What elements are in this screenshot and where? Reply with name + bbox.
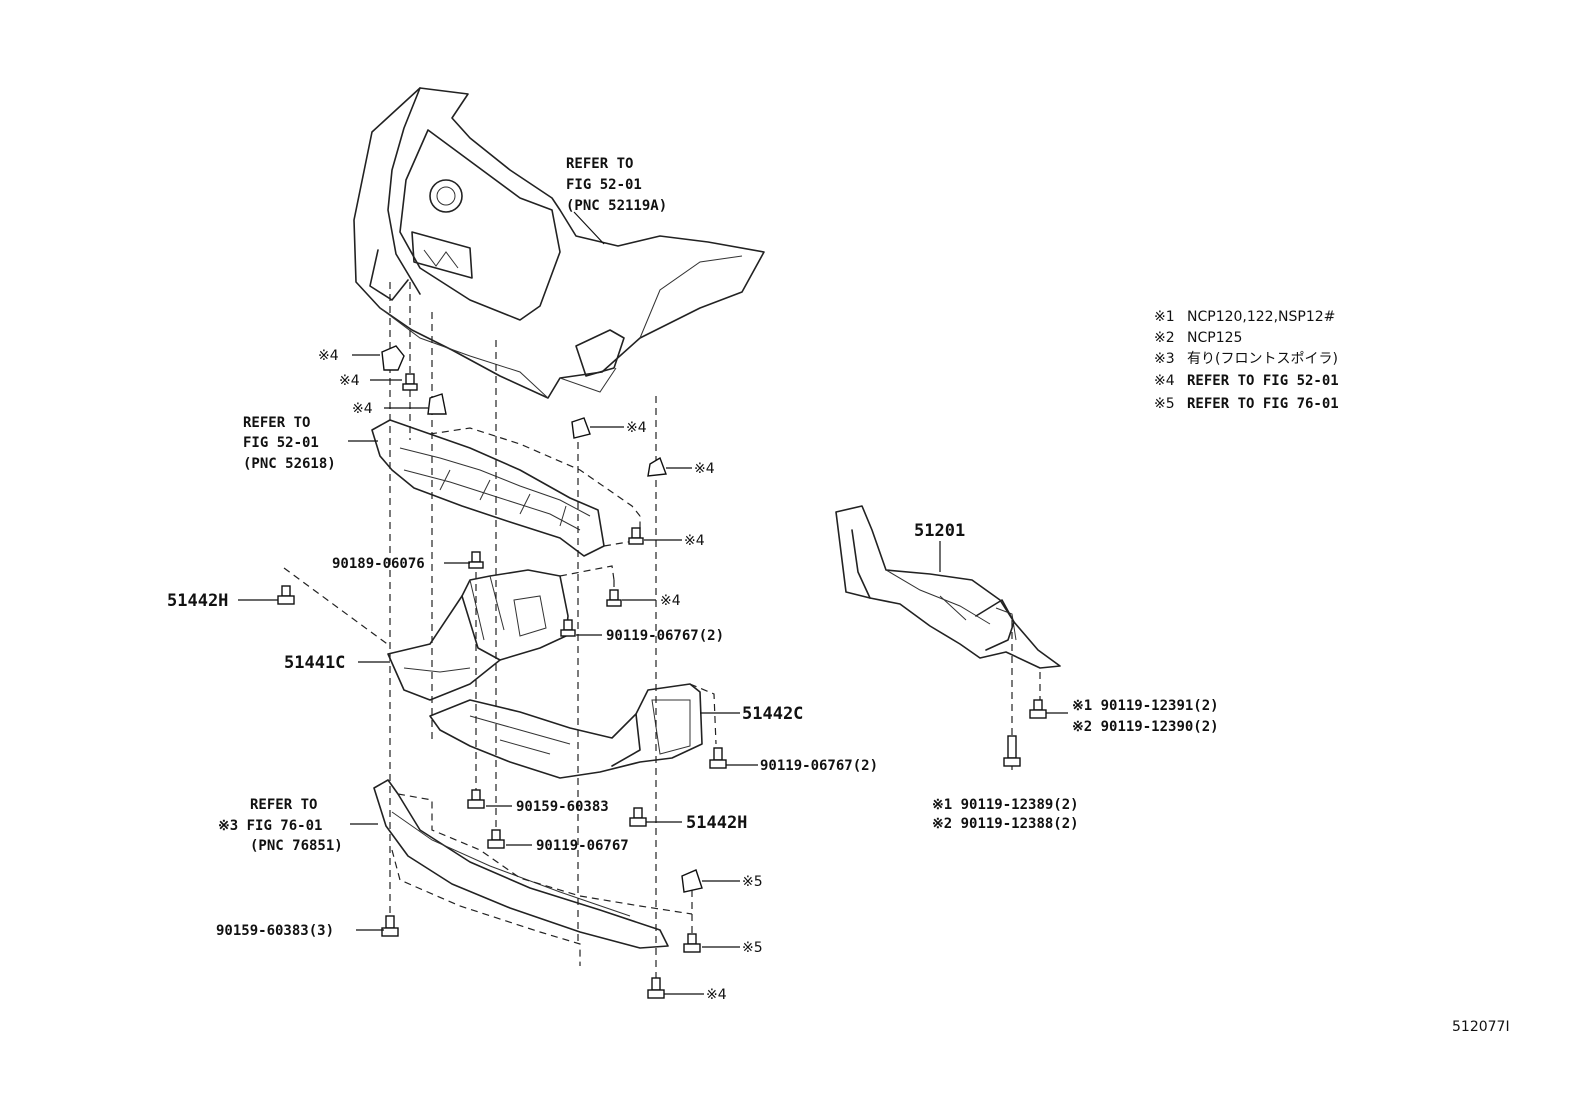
bolt-icon	[468, 551, 484, 569]
part-number-90119-12388: ※2 90119-12388(2)	[932, 816, 1079, 832]
part-number-51441c: 51441C	[284, 653, 345, 673]
note-mark: ※1	[1154, 309, 1175, 325]
leader-lines	[238, 211, 1068, 995]
bolt-icon	[467, 789, 485, 809]
bolt-icon	[647, 977, 665, 999]
bumper-retainer	[371, 419, 641, 557]
callout-line: FIG 52-01	[566, 177, 642, 193]
note-mark: ※4	[1154, 373, 1175, 389]
engine-under-cover-lh	[283, 565, 615, 701]
part-number-90119-06767-2: 90119-06767(2)	[760, 758, 878, 774]
assembly-dash-lines	[389, 282, 1041, 980]
part-number-90119-12391: ※1 90119-12391(2)	[1072, 698, 1219, 714]
front-spoiler	[373, 779, 693, 966]
note-mark: ※2	[1154, 330, 1175, 346]
mark-4-label: ※4	[660, 593, 681, 609]
part-number-90119-06767-2: 90119-06767(2)	[606, 628, 724, 644]
part-number-51442h: 51442H	[686, 813, 747, 833]
mark-4-label: ※4	[352, 401, 373, 417]
part-number-90119-12390: ※2 90119-12390(2)	[1072, 719, 1219, 735]
bolt-icon	[683, 933, 701, 953]
clip-icon	[681, 869, 703, 893]
engine-under-cover-rh	[429, 683, 717, 779]
bolt-icon	[402, 373, 418, 391]
note-mark: ※5	[1154, 396, 1175, 412]
bolt-icon	[1003, 735, 1021, 767]
suspension-crossmember	[835, 505, 1061, 669]
part-number-90119-06767: 90119-06767	[536, 838, 629, 854]
bolt-icon	[606, 589, 622, 607]
mark-5-label: ※5	[742, 940, 763, 956]
clip-icon	[381, 345, 405, 371]
part-number-90159-60383: 90159-60383	[516, 799, 609, 815]
note-text: 有り(フロントスポイラ)	[1187, 351, 1338, 367]
mark-4-label: ※4	[339, 373, 360, 389]
clip-icon	[571, 417, 591, 439]
callout-refer-retainer: REFER TO FIG 52-01 (PNC 52618)	[243, 415, 336, 472]
bolt-icon	[277, 585, 295, 605]
bolt-icon	[560, 619, 576, 637]
callout-line: FIG 52-01	[243, 435, 319, 451]
note-mark: ※3	[1154, 351, 1175, 367]
bolt-icon	[1029, 699, 1047, 719]
callout-line: REFER TO	[566, 156, 633, 172]
callout-refer-spoiler: REFER TO ※3 FIG 76-01 (PNC 76851)	[218, 797, 343, 854]
bolt-icon	[381, 915, 399, 937]
mark-5-label: ※5	[742, 874, 763, 890]
part-number-51201: 51201	[914, 521, 965, 541]
mark-4-label: ※4	[706, 987, 727, 1003]
callout-line: ※3 FIG 76-01	[218, 818, 322, 834]
front-bumper-cover	[353, 87, 765, 399]
part-number-51442c: 51442C	[742, 704, 803, 724]
part-number-90189-06076: 90189-06076	[332, 556, 425, 572]
callout-line: REFER TO	[250, 797, 317, 813]
clip-icon	[427, 393, 447, 415]
bolt-icon	[487, 829, 505, 849]
mark-4-label: ※4	[626, 420, 647, 436]
note-text: NCP120,122,NSP12#	[1187, 309, 1335, 325]
callout-line: (PNC 52119A)	[566, 198, 667, 214]
note-text: NCP125	[1187, 330, 1242, 346]
bolt-icon	[628, 527, 644, 545]
clip-icon	[647, 456, 667, 477]
mark-4-label: ※4	[318, 348, 339, 364]
callout-line: (PNC 52618)	[243, 456, 336, 472]
mark-4-label: ※4	[694, 461, 715, 477]
callout-refer-bumper: REFER TO FIG 52-01 (PNC 52119A)	[566, 156, 667, 214]
note-text: REFER TO FIG 76-01	[1187, 396, 1339, 412]
bolt-icon	[709, 747, 727, 769]
figure-id: 512077I	[1452, 1019, 1510, 1035]
mark-4-label: ※4	[684, 533, 705, 549]
part-number-90119-12389: ※1 90119-12389(2)	[932, 797, 1079, 813]
notes-legend: ※1 NCP120,122,NSP12# ※2 NCP125 ※3 有り(フロン…	[1154, 309, 1339, 412]
note-text: REFER TO FIG 52-01	[1187, 373, 1339, 389]
part-number-51442h: 51442H	[167, 591, 228, 611]
fasteners	[277, 345, 1047, 999]
callout-line: REFER TO	[243, 415, 310, 431]
bolt-icon	[629, 807, 647, 827]
part-number-90159-60383-3: 90159-60383(3)	[216, 923, 334, 939]
callout-line: (PNC 76851)	[250, 838, 343, 854]
